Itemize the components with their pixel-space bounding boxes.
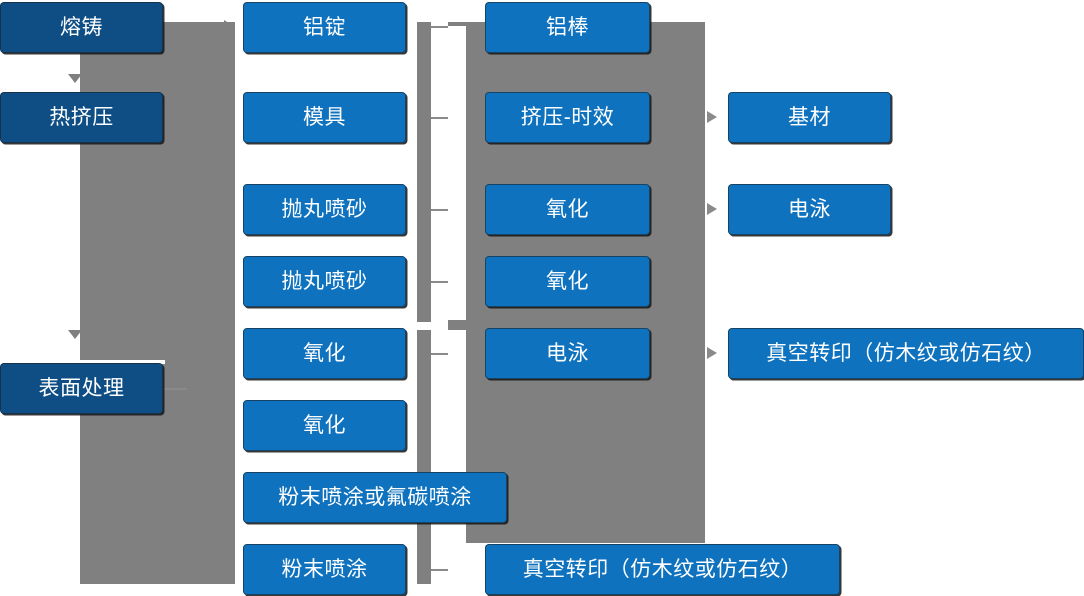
process-box-powder-coating[interactable]: 粉末喷涂 <box>243 544 406 595</box>
process-label-electrophoresis-c3: 电泳 <box>546 342 589 365</box>
process-box-shot-blasting-2[interactable]: 抛丸喷砂 <box>243 256 406 307</box>
mid-bracket-bar-lower <box>417 330 431 584</box>
process-label-oxidation-c3-1: 氧化 <box>546 198 589 221</box>
process-box-vacuum-transfer-c3[interactable]: 真空转印（仿木纹或仿石纹） <box>485 544 840 595</box>
stage-label-hot-extrusion: 热挤压 <box>49 106 114 129</box>
process-label-aluminum-bar: 铝棒 <box>546 16 589 39</box>
mid-tick-row2 <box>431 117 453 119</box>
output-box-electrophoresis-c4[interactable]: 电泳 <box>728 184 891 235</box>
process-label-shot-blasting-2: 抛丸喷砂 <box>281 270 368 293</box>
left-arrow-row3 <box>224 202 235 216</box>
process-box-oxidation-c2-2[interactable]: 氧化 <box>243 400 406 451</box>
process-label-vacuum-transfer-c3: 真空转印（仿木纹或仿石纹） <box>522 558 803 581</box>
process-box-aluminum-bar[interactable]: 铝棒 <box>485 2 650 53</box>
process-box-shot-blasting-1[interactable]: 抛丸喷砂 <box>243 184 406 235</box>
melt-to-extrusion-arrow <box>68 74 82 83</box>
left-arrow-row8 <box>224 562 235 576</box>
process-label-mold: 模具 <box>303 106 346 129</box>
extrusion-to-surface-arrow <box>68 330 82 339</box>
stage-box-melt-cast[interactable]: 熔铸 <box>0 2 163 53</box>
process-box-electrophoresis-c3[interactable]: 电泳 <box>485 328 650 379</box>
center-arrow-row3 <box>707 203 717 215</box>
process-label-shot-blasting-1: 抛丸喷砂 <box>281 198 368 221</box>
stage-label-surface-treatment: 表面处理 <box>38 377 125 400</box>
left-arrow-row2 <box>224 110 235 124</box>
stage-box-hot-extrusion[interactable]: 热挤压 <box>0 92 163 143</box>
process-box-extrusion-aging[interactable]: 挤压-时效 <box>485 92 650 143</box>
left-connector-notch <box>0 360 165 364</box>
output-box-base-material[interactable]: 基材 <box>728 92 891 143</box>
left-arrow-row6 <box>224 418 235 432</box>
center-panel-slot <box>448 26 466 320</box>
process-box-mold[interactable]: 模具 <box>243 92 406 143</box>
process-label-oxidation-c2-1: 氧化 <box>303 342 346 365</box>
left-arrow-row5 <box>224 346 235 360</box>
process-box-oxidation-c3-1[interactable]: 氧化 <box>485 184 650 235</box>
process-label-oxidation-c2-2: 氧化 <box>303 414 346 437</box>
process-label-extrusion-aging: 挤压-时效 <box>520 106 615 129</box>
center-arrow-row2 <box>707 111 717 123</box>
process-label-powder-coating: 粉末喷涂 <box>281 558 368 581</box>
process-label-powder-or-fluorocarbon-coating: 粉末喷涂或氟碳喷涂 <box>278 486 472 509</box>
center-panel-slot-lower <box>448 330 466 573</box>
surface-treat-link-line <box>163 388 187 390</box>
output-label-electrophoresis-c4: 电泳 <box>788 198 831 221</box>
mid-bracket-bar <box>417 22 431 322</box>
mid-tick-row3 <box>431 209 453 211</box>
left-arrow-row1 <box>224 20 235 34</box>
process-box-oxidation-c2-1[interactable]: 氧化 <box>243 328 406 379</box>
output-box-vacuum-transfer-c4[interactable]: 真空转印（仿木纹或仿石纹） <box>728 328 1084 379</box>
mid-tick-row5 <box>431 353 453 355</box>
left-arrow-row7 <box>224 490 235 504</box>
center-arrow-row5 <box>707 347 717 359</box>
output-label-base-material: 基材 <box>788 106 831 129</box>
process-box-aluminum-ingot[interactable]: 铝锭 <box>243 2 406 53</box>
left-arrow-row4 <box>224 274 235 288</box>
stage-label-melt-cast: 熔铸 <box>60 16 103 39</box>
mid-tick-row4 <box>431 281 453 283</box>
process-label-oxidation-c3-2: 氧化 <box>546 270 589 293</box>
process-box-oxidation-c3-2[interactable]: 氧化 <box>485 256 650 307</box>
output-label-vacuum-transfer-c4: 真空转印（仿木纹或仿石纹） <box>766 342 1046 365</box>
process-box-powder-or-fluorocarbon-coating[interactable]: 粉末喷涂或氟碳喷涂 <box>243 472 507 523</box>
mid-tick-row1 <box>431 26 453 28</box>
process-label-aluminum-ingot: 铝锭 <box>303 16 346 39</box>
mid-tick-row8 <box>431 569 453 571</box>
stage-box-surface-treatment[interactable]: 表面处理 <box>0 363 163 414</box>
